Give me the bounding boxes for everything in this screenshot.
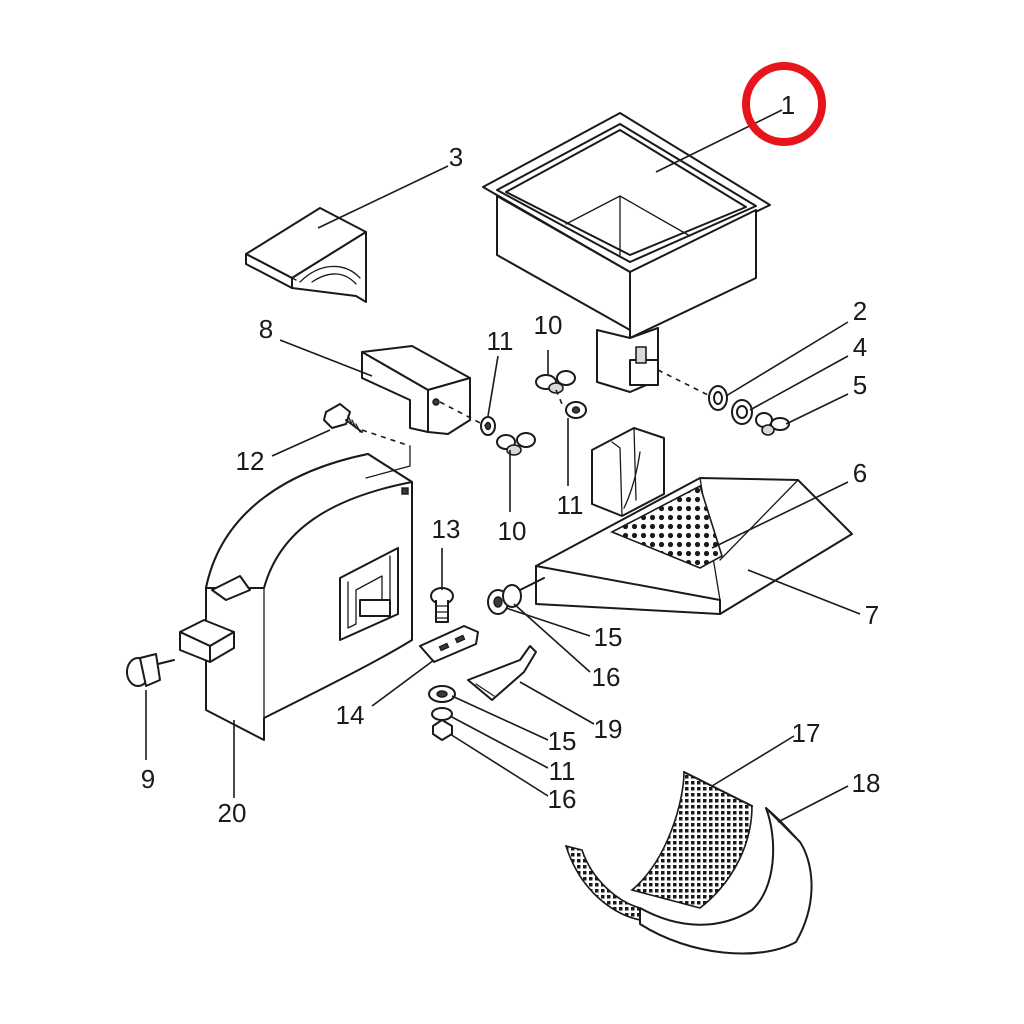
part-20-housing[interactable] — [179, 453, 413, 741]
part-11-washer-c[interactable] — [431, 707, 453, 721]
part-6-perforated-screen[interactable] — [610, 484, 723, 569]
part-13-screw[interactable] — [430, 587, 454, 623]
callout-2: 2 — [853, 296, 867, 326]
callout-20: 20 — [218, 798, 247, 828]
callout-11-upper: 11 — [487, 326, 514, 356]
highlight-circle — [742, 62, 826, 146]
callout-17: 17 — [792, 718, 821, 748]
callout-labels: 1 2 3 4 5 6 7 8 9 10 10 11 11 11 12 13 1… — [141, 90, 881, 828]
callout-10-lower: 10 — [498, 516, 527, 546]
callout-15-lower: 15 — [548, 726, 577, 756]
part-2-washer[interactable] — [708, 385, 728, 411]
callout-11-middle: 11 — [557, 490, 584, 520]
callout-13: 13 — [432, 514, 461, 544]
part-16-nut-lower[interactable] — [432, 719, 453, 741]
callout-10-upper: 10 — [534, 310, 563, 340]
part-1-hopper[interactable] — [482, 112, 771, 393]
part-19-clip[interactable] — [467, 645, 537, 701]
part-12-bolt[interactable] — [323, 403, 363, 433]
callout-6: 6 — [853, 458, 867, 488]
callout-11-lower: 11 — [549, 756, 576, 786]
part-10-wing-nut-upper[interactable] — [535, 370, 576, 394]
callout-3: 3 — [449, 142, 463, 172]
part-14-plate[interactable] — [419, 625, 479, 663]
part-11-washer-a[interactable] — [480, 416, 496, 436]
part-9-knob[interactable] — [126, 653, 175, 687]
callout-4: 4 — [853, 332, 867, 362]
assembly-lines — [361, 369, 711, 479]
part-8-cover[interactable] — [361, 345, 471, 435]
part-17-curved-screen[interactable] — [564, 770, 753, 921]
part-4-washer[interactable] — [731, 399, 753, 425]
part-16-nut-upper[interactable] — [502, 577, 545, 608]
callout-14: 14 — [336, 700, 365, 730]
callout-1: 1 — [781, 90, 795, 120]
callout-18: 18 — [852, 768, 881, 798]
callout-5: 5 — [853, 370, 867, 400]
callout-15-upper: 15 — [594, 622, 623, 652]
callout-12: 12 — [236, 446, 265, 476]
callout-19: 19 — [594, 714, 623, 744]
callout-7: 7 — [865, 600, 879, 630]
part-3-bracket[interactable] — [245, 207, 367, 303]
part-15-bushing-lower[interactable] — [428, 685, 456, 703]
leader-lines — [145, 109, 861, 823]
callout-8: 8 — [259, 314, 273, 344]
callout-16-upper: 16 — [592, 662, 621, 692]
part-5-wing-nut[interactable] — [755, 412, 790, 436]
callout-9: 9 — [141, 764, 155, 794]
callout-16-lower: 16 — [548, 784, 577, 814]
part-11-washer-b[interactable] — [565, 401, 587, 419]
part-10-wing-nut-lower[interactable] — [496, 432, 536, 456]
